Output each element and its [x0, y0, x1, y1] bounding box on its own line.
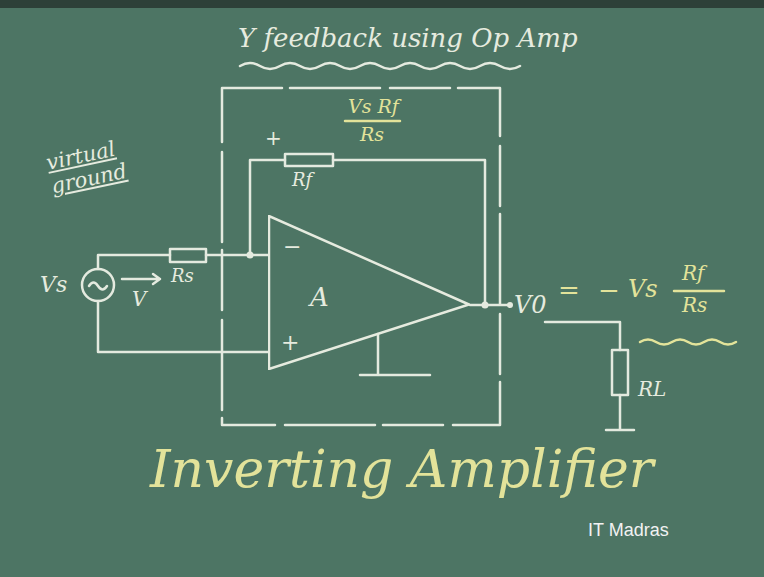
- fraction-bar: [674, 290, 724, 293]
- signal-name: V: [132, 288, 146, 311]
- current-arrow: [122, 274, 160, 284]
- resistor-symbol: [170, 249, 206, 262]
- component-label: Rs: [171, 266, 194, 287]
- ground-symbol: [360, 334, 430, 375]
- junction-dot: [482, 302, 489, 309]
- result-wavy-underline: [640, 340, 736, 345]
- feedback-wire: [333, 160, 485, 305]
- opamp-shape: [269, 216, 469, 369]
- source-symbol: [82, 269, 114, 301]
- junction-dot: [247, 252, 254, 259]
- formula-numerator: Rf: [682, 262, 704, 285]
- ac-symbol: [89, 283, 107, 290]
- pin-sign: +: [281, 330, 299, 355]
- load-wire: [606, 395, 634, 430]
- board-top-frame: [0, 0, 764, 8]
- signal-name: Vs: [40, 272, 67, 297]
- watermark: IT Madras: [588, 520, 669, 541]
- formula-term: Vs: [628, 276, 658, 304]
- signal-name: V0: [514, 292, 547, 320]
- input-wire: [206, 254, 268, 257]
- feedback-wire: [250, 160, 285, 255]
- formula-numerator: Vs Rf: [348, 96, 399, 118]
- equals-sign: =: [558, 276, 580, 306]
- resistor-symbol: [285, 154, 333, 166]
- pin-sign: −: [283, 234, 301, 259]
- title-wavy-underline: [240, 63, 520, 69]
- resistor-symbol: [612, 350, 628, 395]
- component-label: Rf: [292, 170, 312, 191]
- annotation: virtual ground: [44, 130, 156, 199]
- load-wire: [545, 322, 620, 350]
- ground-return-wire: [98, 301, 268, 352]
- enclosing-box: [222, 88, 500, 425]
- output-wire: [470, 304, 508, 307]
- polarity-sign: +: [265, 127, 282, 150]
- fraction-bar: [345, 120, 400, 123]
- formula-denominator: Rs: [682, 294, 707, 317]
- formula-denominator: Rs: [360, 124, 384, 146]
- component-label: RL: [638, 378, 666, 401]
- terminal-dot: [507, 302, 513, 308]
- input-wire: [98, 255, 170, 269]
- minus-sign: −: [598, 276, 620, 306]
- board-title: Y feedback using Op Amp: [238, 24, 578, 54]
- gain-symbol: A: [310, 283, 329, 313]
- board-caption: Inverting Amplifier: [150, 440, 654, 500]
